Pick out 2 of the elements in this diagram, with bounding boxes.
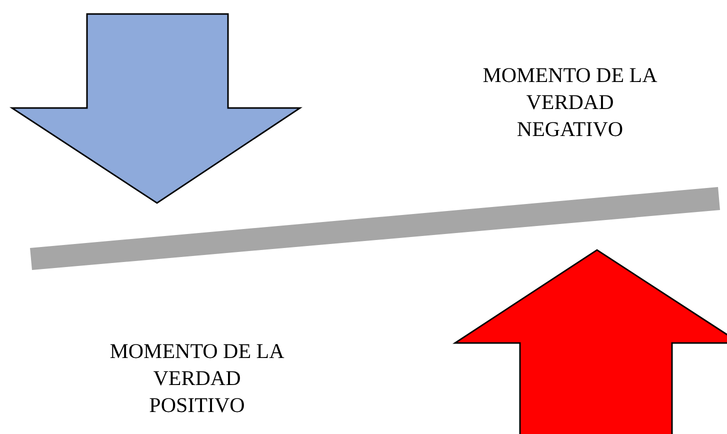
caption-text: MOMENTO DE LA VERDAD POSITIVO: [108, 338, 286, 419]
caption-text: MOMENTO DE LA VERDAD NEGATIVO: [482, 62, 658, 143]
